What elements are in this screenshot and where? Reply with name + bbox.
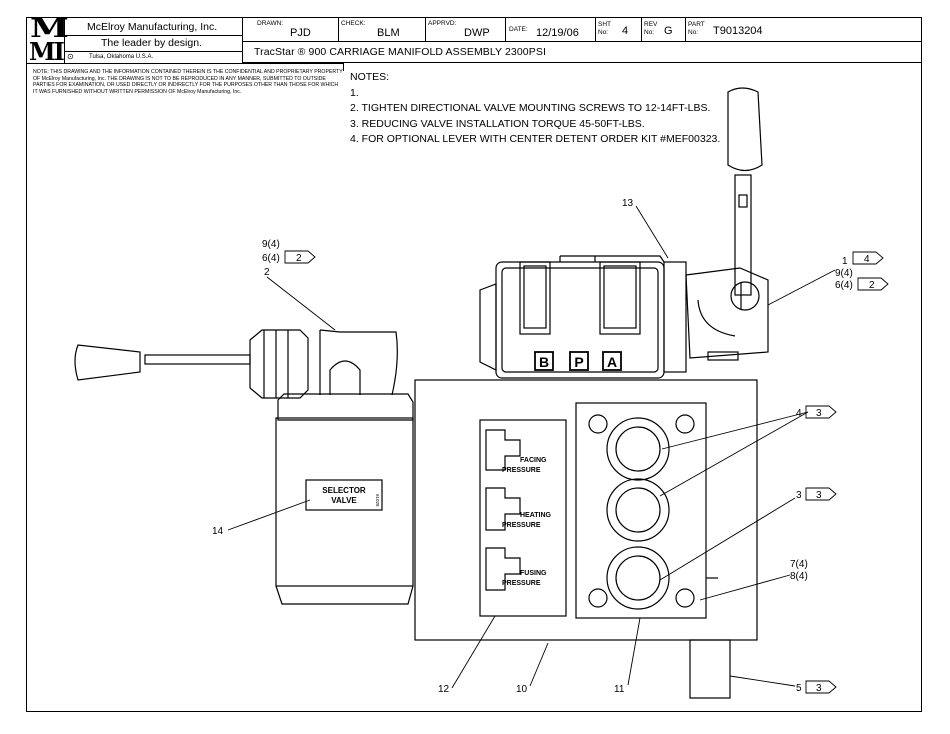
logo-top: M (30, 14, 69, 44)
rev-label-1: REV (644, 21, 658, 28)
valve-end-nut (479, 283, 497, 371)
port-a-label: A (607, 354, 617, 370)
callout-5: 5 (796, 683, 802, 694)
part-label-1: PART (688, 21, 705, 28)
port-p-box (569, 351, 589, 371)
note-2: 2. TIGHTEN DIRECTIONAL VALVE MOUNTING SC… (350, 102, 711, 114)
selector-label-line1: SELECTOR (322, 486, 366, 495)
flag-2-left: 2 (296, 253, 302, 264)
heating-pressure-label: PRESSURE (502, 522, 541, 529)
rev-label-2: No: (644, 29, 655, 36)
lever-housing (685, 267, 769, 359)
callout-10: 10 (516, 684, 528, 695)
callout-11: 11 (614, 684, 625, 695)
callout-7-4: 7(4) (790, 559, 808, 570)
directional-valve (479, 255, 769, 379)
heating-label: HEATING (520, 512, 552, 519)
manifold-block (414, 379, 758, 641)
drawn-label: DRAWN: (257, 20, 284, 27)
lever-handle (727, 87, 763, 311)
drawing-sheet (26, 17, 922, 712)
apprvd-value: DWP (464, 27, 490, 39)
check-value: BLM (377, 27, 400, 39)
selector-knob (74, 344, 141, 381)
callout-6-4-right: 6(4) (835, 280, 853, 291)
flag-2-right: 2 (869, 280, 875, 291)
selector-side-code: 61028 (375, 494, 380, 507)
company-tagline: The leader by design. (101, 37, 202, 49)
notes-block: NOTES: 1. 2. TIGHTEN DIRECTIONAL VALVE M… (350, 70, 720, 148)
bottom-stem (689, 639, 731, 699)
callout-2: 2 (264, 267, 270, 278)
flag-4: 4 (864, 254, 870, 265)
company-location: Tulsa, Oklahoma U.S.A. (89, 54, 154, 60)
drawing-title: TracStar ® 900 CARRIAGE MANIFOLD ASSEMBL… (254, 46, 546, 58)
selector-label-line2: VALVE (331, 496, 357, 505)
flag-3-b: 3 (816, 490, 822, 501)
check-label: CHECK: (341, 20, 366, 27)
callout-flags (284, 250, 889, 694)
confidential-notice: NOTE: THIS DRAWING AND THE INFORMATION C… (33, 69, 343, 95)
company-name: McElroy Manufacturing, Inc. (87, 21, 218, 33)
company-cell: McElroy Manufacturing, Inc. The leader b… (65, 18, 243, 63)
sht-label-2: No: (598, 29, 609, 36)
flag-3-c: 3 (816, 683, 822, 694)
circle-mark: ⊙ (67, 52, 74, 61)
apprvd-label: APPRVD: (428, 20, 457, 27)
part-label-2: No: (688, 29, 699, 36)
flag-3-a: 3 (816, 408, 822, 419)
callout-6-4-left: 6(4) (262, 253, 280, 264)
logo-bottom: MI (29, 37, 65, 66)
sht-label-1: SHT (598, 21, 611, 28)
selector-label-box (305, 479, 383, 511)
callout-1: 1 (842, 256, 848, 267)
selector-valve (74, 329, 414, 605)
note-1: 1. (350, 86, 359, 99)
callout-3: 3 (796, 490, 802, 501)
facing-label: FACING (520, 457, 547, 464)
callout-9-4-right: 9(4) (835, 268, 853, 279)
fusing-pressure-label: PRESSURE (502, 580, 541, 587)
part-value: T9013204 (713, 25, 763, 37)
port-b-box (534, 351, 554, 371)
port-a-box (602, 351, 622, 371)
callout-13: 13 (622, 198, 634, 209)
fusing-label: FUSING (520, 570, 547, 577)
sht-value: 4 (622, 25, 629, 37)
notes-heading: NOTES: (350, 71, 390, 83)
callout-9-4-left: 9(4) (262, 239, 280, 250)
note-3: 3. REDUCING VALVE INSTALLATION TORQUE 45… (350, 117, 645, 130)
company-logo: M MI (27, 14, 69, 66)
leader-lines (227, 205, 836, 689)
gauge-column (575, 402, 718, 619)
callout-14: 14 (212, 526, 224, 537)
date-value: 12/19/06 (536, 27, 579, 39)
rev-value: G (664, 25, 673, 37)
pressure-panel (479, 419, 567, 617)
facing-pressure-label: PRESSURE (502, 467, 541, 474)
date-label: DATE: (509, 26, 528, 33)
callout-8-4: 8(4) (790, 571, 808, 582)
callout-4: 4 (796, 408, 802, 419)
note-4: 4. FOR OPTIONAL LEVER WITH CENTER DETENT… (350, 133, 721, 145)
callout-12: 12 (438, 684, 450, 695)
drawn-value: PJD (290, 27, 311, 39)
port-b-label: B (539, 354, 549, 370)
port-p-label: P (574, 354, 583, 370)
